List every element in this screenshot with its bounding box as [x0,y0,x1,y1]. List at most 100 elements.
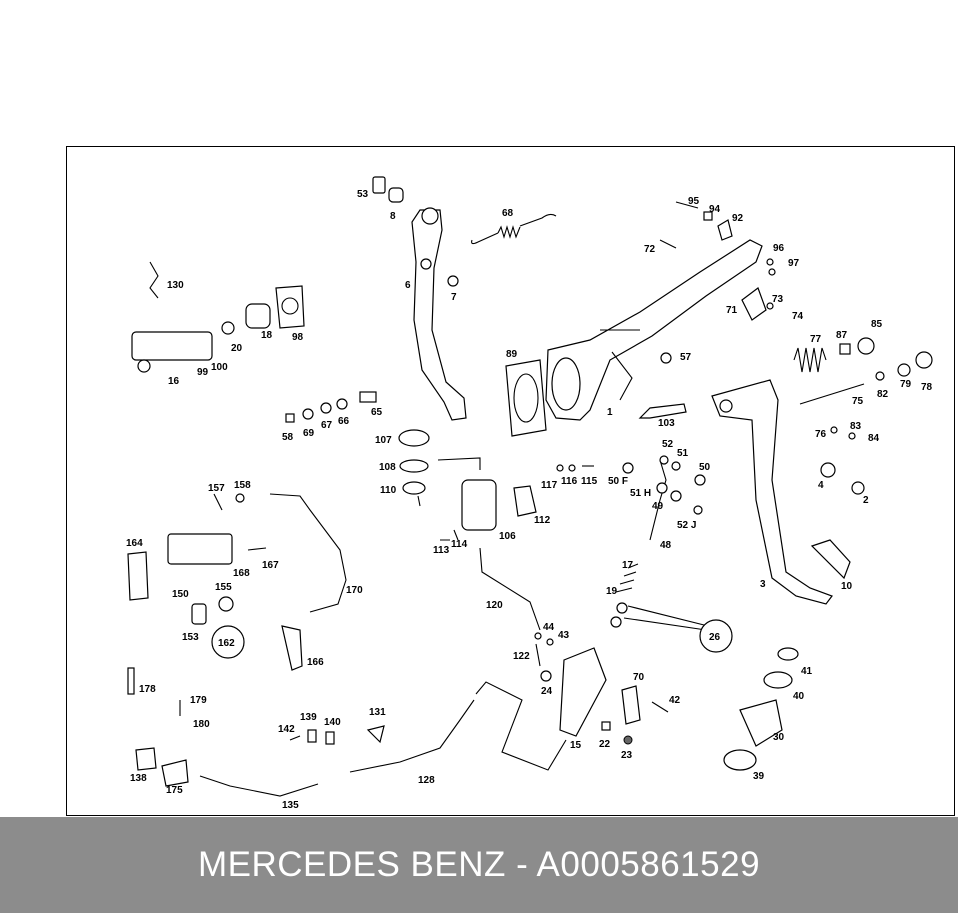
part-78-cap [915,351,933,369]
callout-8: 8 [390,211,396,222]
callout-150: 150 [172,589,189,600]
callout-99: 99 [197,367,209,378]
part-70-bracket [621,685,641,725]
part-164-plate [127,551,149,601]
part-77-return-spring [793,347,827,373]
callout-106: 106 [499,531,516,542]
part-142-bolt [289,735,301,741]
callout-89: 89 [506,349,518,360]
callout-138: 138 [130,773,147,784]
callout-85: 85 [871,319,883,330]
part-reservoir-leaders [417,457,481,507]
part-117-nut [556,464,564,472]
part-20-ring [221,321,235,335]
callout-153: 153 [182,632,199,643]
part-67-washer [320,402,332,414]
diagram-frame [66,146,955,816]
callout-52J: 52 J [677,520,696,531]
callout-39: 39 [753,771,765,782]
callout-158: 158 [234,480,251,491]
part-131-bracket [366,725,385,744]
part-116-washer [568,464,576,472]
part-68-spring-coil [497,225,521,239]
part-2-clip [851,481,865,495]
part-89-gasket [505,359,547,437]
part-52J-washer [693,505,703,515]
part-22-screw [601,721,611,731]
part-53-clip [372,176,386,194]
part-4-bushing [820,462,836,478]
part-170-hydraulic-line [269,493,347,613]
part-65-switch [359,391,377,403]
part-3-brake-pedal [711,379,833,605]
callout-97: 97 [788,258,800,269]
callout-42: 42 [669,695,681,706]
callout-4: 4 [818,480,824,491]
callout-67: 67 [321,420,333,431]
part-167-bolt [247,547,267,551]
part-106-reservoir [461,479,497,531]
callout-117: 117 [541,480,558,491]
callout-10: 10 [841,581,853,592]
part-68-spring-hooks [471,213,557,245]
callout-52: 52 [662,439,674,450]
callout-140: 140 [324,717,341,728]
callout-170: 170 [346,585,363,596]
part-69-washer [302,408,314,420]
callout-142: 142 [278,724,295,735]
callout-16: 16 [168,376,180,387]
part-19-ring-b [610,616,622,628]
part-52-washer [659,455,669,465]
callout-122: 122 [513,651,530,662]
callout-87: 87 [836,330,848,341]
callout-139: 139 [300,712,317,723]
callout-58: 58 [282,432,294,443]
part-158-nut [235,493,245,503]
callout-69: 69 [303,428,315,439]
callout-49: 49 [652,501,664,512]
callout-135: 135 [282,800,299,811]
callout-94: 94 [709,204,721,215]
callout-43: 43 [558,630,570,641]
callout-113: 113 [433,545,450,556]
callout-131: 131 [369,707,386,718]
callout-71: 71 [726,305,738,316]
callout-22: 22 [599,739,611,750]
callout-103: 103 [658,418,675,429]
part-94-nut [703,211,713,221]
part-26-leaders [623,605,709,631]
part-17-boot [615,563,639,593]
part-49-bushing [670,490,682,502]
part-76-clip [830,426,838,434]
part-108-seal [399,459,429,473]
part-3-pivot [719,399,733,413]
callout-50: 50 [699,462,711,473]
part-50F-nut [622,462,634,474]
part-16-fitting [137,359,151,373]
callout-15: 15 [570,740,582,751]
callout-116: 116 [561,476,578,487]
callout-83: 83 [850,421,862,432]
callout-51H: 51 H [630,488,651,499]
callout-30: 30 [773,732,785,743]
callout-107: 107 [375,435,392,446]
callout-6: 6 [405,280,411,291]
part-10-pedal-pad [810,539,851,580]
part-83-washer [848,432,856,440]
callout-166: 166 [307,657,324,668]
callout-24: 24 [541,686,553,697]
callout-130: 130 [167,280,184,291]
part-120-hose [479,547,541,631]
callout-7: 7 [451,292,457,303]
callout-23: 23 [621,750,633,761]
part-74-nut [766,302,774,310]
part-128-line-route [475,681,567,771]
part-92-clip [717,219,733,241]
callout-108: 108 [379,462,396,473]
callout-92: 92 [732,213,744,224]
part-89-gasket-hole [513,373,539,423]
callout-162: 162 [218,638,235,649]
part-1-details [600,329,640,401]
callout-66: 66 [338,416,350,427]
